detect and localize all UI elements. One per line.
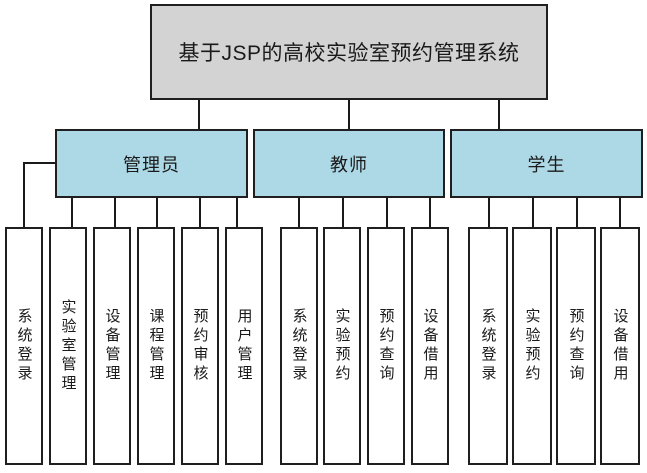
branch-node-student: 学生 — [450, 129, 643, 198]
branch-label-student: 学生 — [527, 154, 566, 175]
leaf-admin-lab-management: 实验室管理 — [49, 227, 87, 465]
leaf-label: 预约查询 — [377, 308, 395, 384]
branch-node-administrator: 管理员 — [55, 129, 248, 198]
leaf-admin-user-management: 用户管理 — [225, 227, 263, 465]
leaf-admin-reservation-review: 预约审核 — [181, 227, 219, 465]
leaf-label: 设备借用 — [611, 308, 629, 384]
leaf-teacher-equipment-borrowing: 设备借用 — [411, 227, 449, 465]
leaf-teacher-system-login: 系统登录 — [280, 227, 318, 465]
leaf-admin-equipment-management: 设备管理 — [93, 227, 131, 465]
branch-label-administrator: 管理员 — [123, 154, 180, 175]
leaf-student-experiment-reservation: 实验预约 — [512, 227, 552, 465]
leaf-label: 设备借用 — [421, 308, 439, 384]
leaf-label: 系统登录 — [479, 308, 497, 384]
leaf-teacher-reservation-query: 预约查询 — [367, 227, 405, 465]
root-node-label: 基于JSP的高校实验室预约管理系统 — [178, 42, 520, 65]
leaf-admin-system-login: 系统登录 — [5, 227, 43, 465]
leaf-student-reservation-query: 预约查询 — [556, 227, 596, 465]
branch-label-teacher: 教师 — [330, 154, 368, 175]
branch-node-teacher: 教师 — [253, 129, 445, 198]
root-node: 基于JSP的高校实验室预约管理系统 — [150, 4, 548, 100]
leaf-label: 预约审核 — [191, 308, 209, 384]
leaf-label: 系统登录 — [15, 308, 33, 384]
leaf-label: 设备管理 — [103, 308, 121, 384]
leaf-label: 系统登录 — [290, 308, 308, 384]
leaf-label: 用户管理 — [235, 308, 253, 384]
leaf-admin-course-management: 课程管理 — [137, 227, 175, 465]
leaf-label: 课程管理 — [147, 308, 165, 384]
leaf-student-equipment-borrowing: 设备借用 — [600, 227, 640, 465]
leaf-label: 实验室管理 — [59, 298, 77, 394]
leaf-teacher-experiment-reservation: 实验预约 — [323, 227, 361, 465]
leaf-student-system-login: 系统登录 — [468, 227, 508, 465]
leaf-label: 预约查询 — [567, 308, 585, 384]
leaf-label: 实验预约 — [333, 308, 351, 384]
leaf-label: 实验预约 — [523, 308, 541, 384]
